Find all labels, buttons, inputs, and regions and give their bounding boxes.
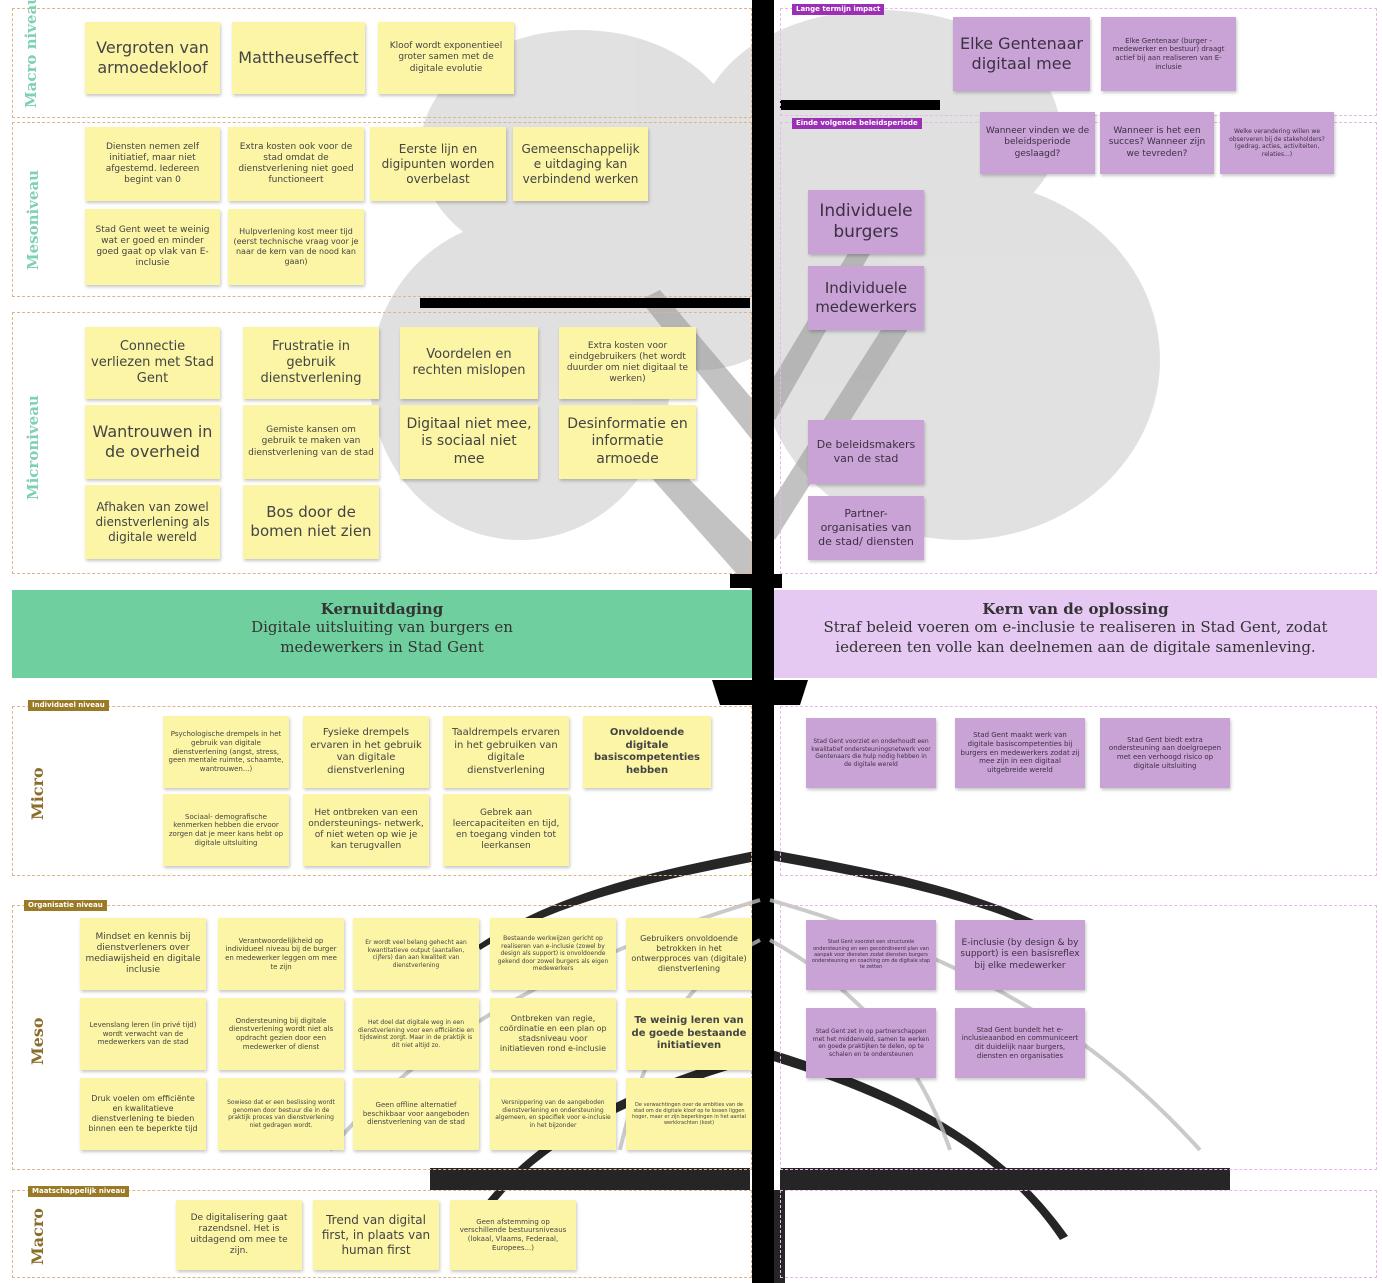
sticky-note[interactable]: Sociaal- demografische kenmerken hebben … [163,794,289,866]
sticky-note[interactable]: Geen offline alternatief beschikbaar voo… [353,1078,479,1150]
sticky-note[interactable]: Er wordt veel belang gehecht aan kwantit… [353,918,479,990]
sticky-note[interactable]: Afhaken van zowel dienstverlening als di… [85,485,220,559]
sticky-note[interactable]: Bos door de bomen niet zien [243,485,379,559]
frame-organisation-solutions [780,905,1377,1170]
sticky-note[interactable]: Kloof wordt exponentieel groter samen me… [378,22,514,94]
sticky-note[interactable]: Versnippering van de aangeboden dienstve… [490,1078,616,1150]
sticky-note[interactable]: Eerste lijn en digipunten worden overbel… [370,127,506,201]
sticky-note[interactable]: De digitalisering gaat razendsnel. Het i… [176,1200,302,1270]
sticky-note[interactable]: Extra kosten ook voor de stad omdat de d… [228,127,364,201]
core-problem-text: Digitale uitsluiting van burgers en mede… [251,618,513,656]
sticky-note[interactable]: Onvoldoende digitale basiscompetenties h… [583,716,711,788]
sticky-note[interactable]: Geen afstemming op verschillende bestuur… [450,1200,576,1270]
sticky-note[interactable]: Individuele burgers [808,190,924,254]
core-problem-banner: Kernuitdaging Digitale uitsluiting van b… [12,590,752,678]
tag-end-period: Einde volgende beleidsperiode [792,118,922,129]
sticky-note[interactable]: Mattheuseffect [232,22,365,94]
sticky-note[interactable]: Partner- organisaties van de stad/ diens… [808,496,924,560]
sticky-note[interactable]: Psychologische drempels in het gebruik v… [163,716,289,788]
tag-individual-level: Individueel niveau [28,700,109,711]
sticky-note[interactable]: Gebrek aan leercapaciteiten en tijd, en … [443,794,569,866]
sticky-note[interactable]: Wanneer is het een succes? Wanneer zijn … [1100,112,1214,174]
sticky-note[interactable]: Gebruikers onvoldoende betrokken in het … [626,918,752,990]
sticky-note[interactable]: Ontbreken van regie, coördinatie en een … [490,998,616,1070]
frame-micro-effects [12,312,752,574]
sticky-note[interactable]: Sowieso dat er een beslissing wordt geno… [218,1078,344,1150]
tag-society-level: Maatschappelijk niveau [28,1186,130,1197]
sticky-note[interactable]: Stad Gent maakt werk van digitale basisc… [955,718,1085,788]
sticky-note[interactable]: Welke verandering willen we observeren b… [1220,112,1334,174]
sticky-note[interactable]: Wantrouwen in de overheid [85,405,220,479]
sticky-note[interactable]: Extra kosten voor eindgebruikers (het wo… [559,327,696,399]
frame-individual-causes [12,706,752,876]
tag-organisation-level: Organisatie niveau [24,900,107,911]
sticky-note[interactable]: Ondersteuning bij digitale dienstverleni… [218,998,344,1070]
sticky-note[interactable]: Desinformatie en informatie armoede [559,405,696,479]
sticky-note[interactable]: Verantwoordelijkheid op individueel nive… [218,918,344,990]
sticky-note[interactable]: Stad Gent voorziet een structurele onder… [806,920,936,990]
label-microniveau: Microniveau [24,395,42,500]
core-solution-banner: Kern van de oplossing Straf beleid voere… [774,590,1377,678]
sticky-note[interactable]: Diensten nemen zelf initiatief, maar nie… [85,127,220,201]
sticky-note[interactable]: Frustratie in gebruik dienstverlening [243,327,379,399]
sticky-note[interactable]: Gemeenschappelijk e uitdaging kan verbin… [513,127,648,201]
sticky-note[interactable]: Te weinig leren van de goede bestaande i… [626,998,752,1070]
label-micro: Micro [28,767,47,820]
sticky-note[interactable]: Taaldrempels ervaren in het gebruiken va… [443,716,569,788]
sticky-note[interactable]: Bestaande werkwijzen gericht op realiser… [490,918,616,990]
frame-society-causes [12,1190,752,1278]
sticky-note[interactable]: Individuele medewerkers [808,266,924,330]
frame-meso-effects [12,122,752,297]
frame-society-solutions [780,1190,1377,1278]
sticky-note[interactable]: Het ontbreken van een ondersteunings- ne… [303,794,429,866]
frame-individual-solutions [780,706,1377,876]
sticky-note[interactable]: Elke Gentenaar (burger - medewerker en b… [1101,17,1236,91]
label-macro: Macro [28,1208,47,1265]
sticky-note[interactable]: Connectie verliezen met Stad Gent [85,327,220,399]
core-solution-title: Kern van de oplossing [982,600,1169,618]
label-macro-niveau: Macro niveau [22,0,40,108]
sticky-note[interactable]: Stad Gent biedt extra ondersteuning aan … [1100,718,1230,788]
sticky-note[interactable]: Fysieke drempels ervaren in het gebruik … [303,716,429,788]
sticky-note[interactable]: Trend van digital first, in plaats van h… [313,1200,439,1270]
core-solution-text: Straf beleid voeren om e-inclusie te rea… [823,618,1328,656]
sticky-note[interactable]: Vergroten van armoedekloof [85,22,220,94]
sticky-note[interactable]: De verwachtingen over de ambities van de… [626,1078,752,1150]
sticky-note[interactable]: E-inclusie (by design & by support) is e… [955,920,1085,990]
sticky-note[interactable]: Hulpverlening kost meer tijd (eerst tech… [228,209,364,285]
sticky-note[interactable]: Levenslang leren (in privé tijd) wordt v… [80,998,206,1070]
sticky-note[interactable]: Stad Gent bundelt het e-inclusieaanbod e… [955,1008,1085,1078]
core-problem-title: Kernuitdaging [320,600,444,618]
sticky-note[interactable]: Wanneer vinden we de beleidsperiode gesl… [980,112,1095,174]
label-meso: Meso [28,1017,47,1065]
sticky-note[interactable]: Het doel dat digitale weg in een dienstv… [353,998,479,1070]
sticky-note[interactable]: Stad Gent voorziet en onderhoudt een kwa… [806,718,936,788]
label-mesoniveau: Mesoniveau [24,169,42,270]
sticky-note[interactable]: Stad Gent weet te weinig wat er goed en … [85,209,220,285]
sticky-note[interactable]: Druk voelen om efficiënte en kwalitatiev… [80,1078,206,1150]
sticky-note[interactable]: De beleidsmakers van de stad [808,420,924,484]
sticky-note[interactable]: Elke Gentenaar digitaal mee [953,17,1090,91]
frame-macro-effects [12,8,752,118]
sticky-note[interactable]: Stad Gent zet in op partnerschappen met … [806,1008,936,1078]
tag-long-term-impact: Lange termijn impact [792,4,885,15]
sticky-note[interactable]: Voordelen en rechten mislopen [400,327,538,399]
sticky-note[interactable]: Digitaal niet mee, is sociaal niet mee [400,405,538,479]
sticky-note[interactable]: Gemiste kansen om gebruik te maken van d… [243,405,379,479]
sticky-note[interactable]: Mindset en kennis bij dienstverleners ov… [80,918,206,990]
